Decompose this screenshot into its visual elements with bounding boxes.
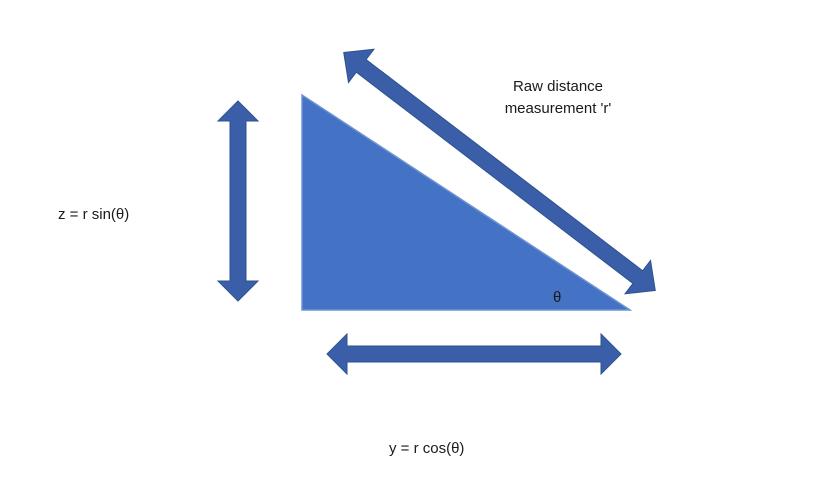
hypotenuse-label-line2: measurement 'r' xyxy=(504,100,612,117)
hypotenuse-label: Raw distance measurement 'r' xyxy=(478,76,638,120)
diagonal-double-arrow xyxy=(343,48,656,295)
horizontal-double-arrow xyxy=(326,332,622,376)
vertical-formula-label: z = r sin(θ) xyxy=(58,206,130,223)
hypotenuse-label-line1: Raw distance xyxy=(512,78,604,95)
horizontal-formula-label: y = r cos(θ) xyxy=(389,440,465,457)
vertical-double-arrow xyxy=(216,100,260,302)
right-triangle xyxy=(301,93,633,311)
angle-label: θ xyxy=(553,289,562,306)
